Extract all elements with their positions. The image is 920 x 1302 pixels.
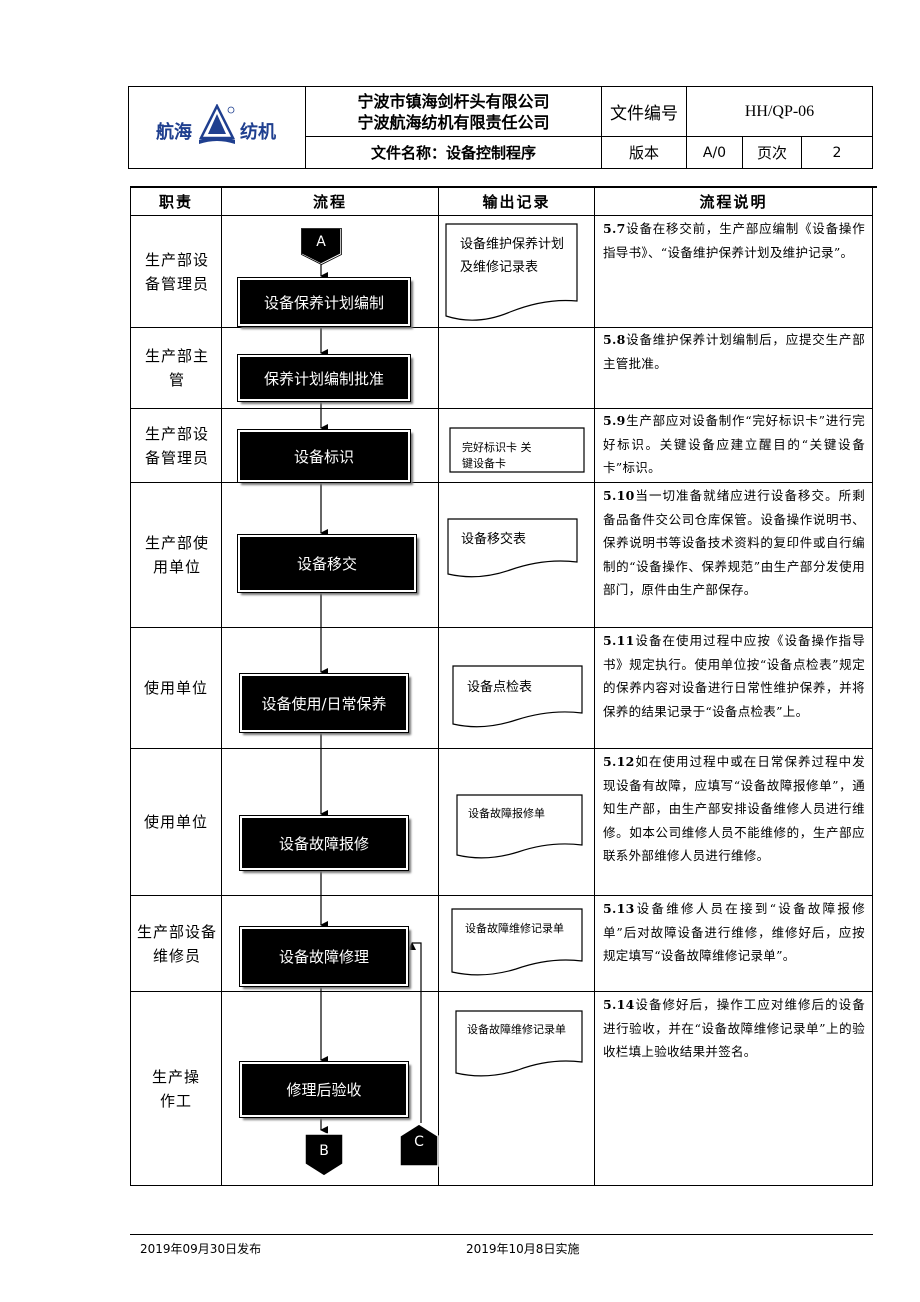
description-text: 设备在使用过程中应按《设备操作指导书》规定执行。使用单位按“设备点检表”规定的保… <box>603 633 865 719</box>
company-names: 宁波市镇海剑杆头有限公司 宁波航海纺机有限责任公司 <box>306 87 601 136</box>
record-fault-report-form: 设备故障报修单 <box>468 807 545 820</box>
process-box-maintenance-plan: 设备保养计划编制 <box>238 278 410 326</box>
company-name-1: 宁波市镇海剑杆头有限公司 <box>357 91 550 111</box>
description-number: 5.8 <box>603 332 626 347</box>
connector-c-icon <box>399 1123 439 1167</box>
description-cell: 5.8设备维护保养计划编制后，应提交生产部主管批准。 <box>603 328 865 375</box>
company-name-2: 宁波航海纺机有限责任公司 <box>357 112 550 132</box>
record-repair-log-form: 设备故障维修记录单 <box>467 1023 566 1036</box>
column-header-role: 职责 <box>158 193 193 211</box>
footer-divider <box>130 1234 873 1235</box>
record-maintenance-plan-form: 设备维护保养计划及维修记录表 <box>460 237 565 275</box>
role-cell: 生产部设备管理员 <box>144 424 209 467</box>
description-cell: 5.7设备在移交前，生产部应编制《设备操作指导书》、“设备维护保养计划及维护记录… <box>603 217 865 264</box>
role-cell: 生产部设备维修员 <box>137 922 218 965</box>
record-inspection-form: 设备点检表 <box>467 680 533 695</box>
logo-emblem-icon <box>198 104 236 144</box>
description-text: 当一切准备就绪应进行设备移交。所剩备品备件交公司仓库保管。设备操作说明书、保养说… <box>603 488 865 597</box>
process-box-equipment-label: 设备标识 <box>238 430 410 482</box>
process-box-plan-approval: 保养计划编制批准 <box>238 355 410 401</box>
description-number: 5.13 <box>603 901 635 916</box>
role-cell: 生产操作工 <box>151 1067 200 1110</box>
role-cell: 生产部主管 <box>144 347 209 389</box>
column-header-description: 流程说明 <box>699 193 768 211</box>
connector-b-icon <box>304 1133 344 1177</box>
process-box-handover: 设备移交 <box>238 535 416 592</box>
description-cell: 5.9生产部应对设备制作“完好标识卡”进行完好标识。关键设备应建立醒目的“关键设… <box>603 409 865 480</box>
description-cell: 5.10当一切准备就绪应进行设备移交。所剩备品备件交公司仓库保管。设备操作说明书… <box>603 484 865 602</box>
role-cell: 生产部设备管理员 <box>144 250 209 293</box>
description-text: 设备维修人员在接到“设备故障报修单”后对故障设备进行维修，维修好后，应按规定填写… <box>603 901 865 963</box>
record-repair-log-form: 设备故障维修记录单 <box>465 922 564 935</box>
page-number: 2 <box>832 144 842 161</box>
description-number: 5.14 <box>603 997 635 1012</box>
logo-text-left: 航海 <box>156 122 192 143</box>
description-text: 生产部应对设备制作“完好标识卡”进行完好标识。关键设备应建立醒目的“关键设备卡”… <box>603 413 865 475</box>
description-text: 设备在移交前，生产部应编制《设备操作指导书》、“设备维护保养计划及维护记录”。 <box>603 221 865 260</box>
process-box-acceptance: 修理后验收 <box>240 1062 408 1117</box>
role-cell: 生产部使用单位 <box>144 534 209 576</box>
description-cell: 5.11设备在使用过程中应按《设备操作指导书》规定执行。使用单位按“设备点检表”… <box>603 629 865 723</box>
record-label-cards: 完好标识卡 关键设备卡 <box>462 440 578 472</box>
connector-c-label: C <box>414 1134 424 1150</box>
description-number: 5.11 <box>603 633 635 648</box>
logo-text-right: 纺机 <box>240 122 276 143</box>
effective-date: 2019年10月8日实施 <box>466 1242 580 1256</box>
column-header-process: 流程 <box>312 193 347 211</box>
column-header-record: 输出记录 <box>482 193 551 211</box>
record-label-card-text: 完好标识卡 关键设备卡 <box>462 441 532 470</box>
connector-a-icon <box>300 227 342 265</box>
company-logo: 航海 纺机 <box>150 104 290 148</box>
doc-name: 文件名称：设备控制程序 <box>370 144 536 162</box>
description-number: 5.7 <box>603 221 626 236</box>
doc-number: HH/QP-06 <box>744 102 815 120</box>
issue-date: 2019年09月30日发布 <box>140 1242 262 1256</box>
description-cell: 5.12如在使用过程中或在日常保养过程中发现设备有故障，应填写“设备故障报修单”… <box>603 750 865 868</box>
role-cell: 使用单位 <box>143 813 208 831</box>
process-box-fault-repair: 设备故障修理 <box>240 927 408 986</box>
page-label: 页次 <box>756 144 787 162</box>
description-text: 设备修好后，操作工应对维修后的设备进行验收，并在“设备故障维修记录单”上的验收栏… <box>603 997 865 1059</box>
description-cell: 5.13设备维修人员在接到“设备故障报修单”后对故障设备进行维修，维修好后，应按… <box>603 897 865 968</box>
description-text: 如在使用过程中或在日常保养过程中发现设备有故障，应填写“设备故障报修单”，通知生… <box>603 754 865 863</box>
description-number: 5.12 <box>603 754 635 769</box>
record-handover-form: 设备移交表 <box>461 532 527 547</box>
connector-a-label: A <box>316 234 326 250</box>
description-number: 5.10 <box>603 488 635 503</box>
version-value: A/0 <box>702 144 727 161</box>
process-box-fault-report: 设备故障报修 <box>240 816 408 870</box>
description-number: 5.9 <box>603 413 626 428</box>
description-text: 设备维护保养计划编制后，应提交生产部主管批准。 <box>603 332 865 371</box>
version-label: 版本 <box>628 144 659 162</box>
description-cell: 5.14设备修好后，操作工应对维修后的设备进行验收，并在“设备故障维修记录单”上… <box>603 993 865 1064</box>
connector-b-label: B <box>319 1143 329 1159</box>
process-box-usage: 设备使用/日常保养 <box>240 674 408 732</box>
doc-number-label: 文件编号 <box>610 104 678 124</box>
role-cell: 使用单位 <box>143 679 208 697</box>
